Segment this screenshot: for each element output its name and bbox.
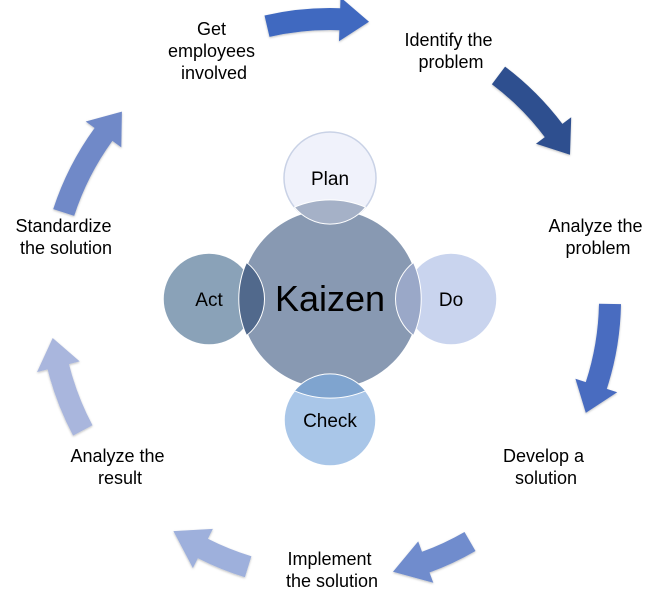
- kaizen-label: Kaizen: [275, 278, 385, 319]
- step-implement-solution: Implement the solution: [286, 549, 378, 591]
- arrow-identify-to-analyze: [491, 66, 572, 155]
- act-overlap: [238, 261, 265, 337]
- step-labels: Get employees involved Identify the prob…: [15, 19, 647, 591]
- arrow-develop-to-implement: [393, 532, 476, 583]
- check-label: Check: [303, 411, 357, 432]
- do-overlap: [395, 261, 422, 337]
- plan-label: Plan: [311, 169, 349, 190]
- arrow-standardize-to-involve: [53, 111, 122, 216]
- arrow-involve-to-identify: [264, 0, 369, 42]
- step-standardize-solution: Standardize the solution: [15, 216, 116, 258]
- step-develop-solution: Develop a solution: [503, 446, 589, 488]
- step-identify-problem: Identify the problem: [404, 30, 497, 72]
- pdca-group: Plan Do Act Check Kaizen: [162, 131, 498, 467]
- step-analyze-problem: Analyze the problem: [548, 216, 647, 258]
- plan-overlap: [293, 199, 367, 225]
- step-analyze-result: Analyze the result: [70, 446, 169, 488]
- cycle-arrows: [37, 0, 621, 583]
- do-label: Do: [439, 290, 463, 311]
- act-label: Act: [195, 290, 223, 311]
- arrow-result-to-standardize: [37, 338, 93, 436]
- arrow-implement-to-result: [173, 528, 252, 578]
- step-get-employees-involved: Get employees involved: [168, 19, 260, 83]
- check-overlap: [293, 373, 367, 399]
- arrow-analyze-to-develop: [575, 303, 621, 413]
